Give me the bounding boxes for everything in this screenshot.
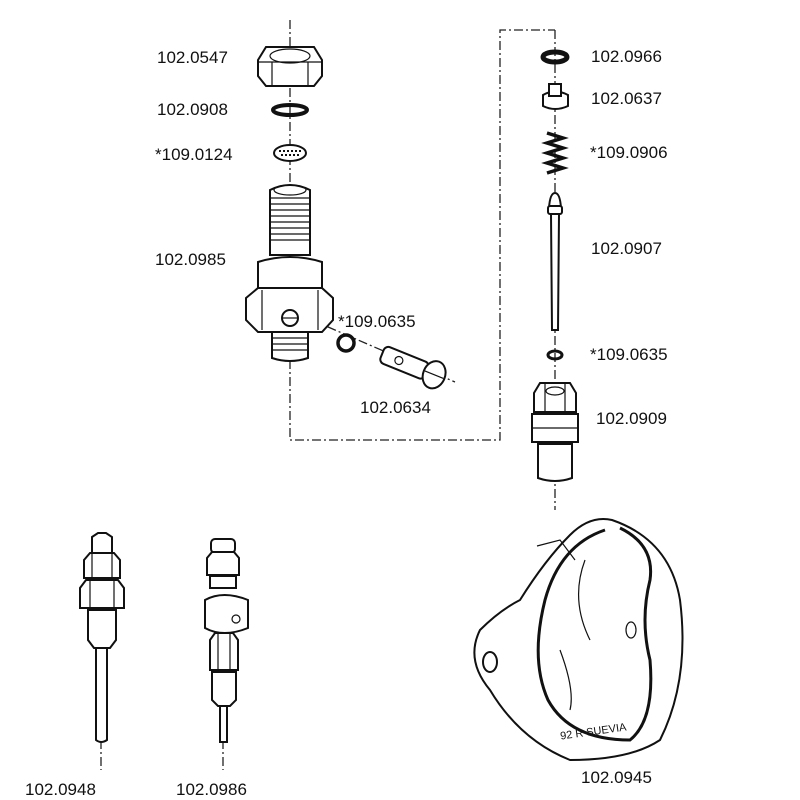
- part-label-needle: 102.0907: [591, 239, 662, 258]
- seal-ring-part: [271, 103, 309, 117]
- part-label-needle-oring: *109.0635: [590, 345, 668, 364]
- part-label-needle-seat: 102.0909: [596, 409, 667, 428]
- part-label-seal-ring: 102.0908: [157, 100, 228, 119]
- part-label-valve-cap: 102.0637: [591, 89, 662, 108]
- bolt-axis-line: [311, 319, 456, 383]
- fitting-a-part: [79, 532, 125, 743]
- part-label-spring: *109.0906: [590, 143, 668, 162]
- part-label-banjo-body: 102.0985: [155, 250, 226, 269]
- part-label-fitting-a: 102.0948: [25, 780, 96, 799]
- washer-part: [540, 49, 570, 65]
- part-label-nut: 102.0547: [157, 48, 228, 67]
- filter-part: [273, 144, 307, 162]
- valve-cap-part: [542, 83, 569, 110]
- part-label-filter: *109.0124: [155, 145, 233, 164]
- spring-part: [541, 131, 569, 175]
- banjo-bolt-part: [379, 345, 447, 390]
- part-label-banjo-bolt: 102.0634: [360, 398, 431, 417]
- banjo-oring-part: [336, 333, 356, 353]
- banjo-body-part: [245, 184, 334, 362]
- float-body-part: [473, 518, 684, 762]
- needle-part: [547, 191, 563, 331]
- needle-seat-part: [531, 382, 579, 482]
- part-label-fitting-b: 102.0986: [176, 780, 247, 799]
- fitting-b-part: [204, 538, 249, 743]
- hex-nut-part: [257, 46, 323, 87]
- part-label-float-body: 102.0945: [581, 768, 652, 787]
- part-label-banjo-oring: *109.0635: [338, 312, 416, 331]
- part-label-washer: 102.0966: [591, 47, 662, 66]
- needle-oring-part: [546, 349, 564, 361]
